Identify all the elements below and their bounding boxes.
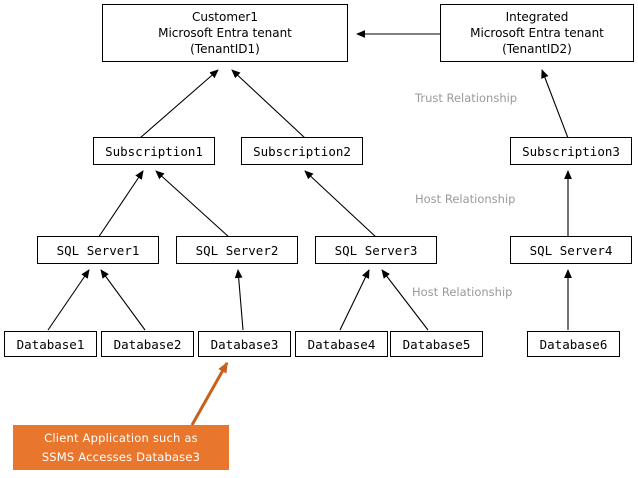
node-database1[interactable]: Database1 <box>4 331 97 357</box>
node-subscription3[interactable]: Subscription3 <box>510 137 632 165</box>
edge-callout-to-database3 <box>190 361 229 426</box>
node-integrated-line2: Microsoft Entra tenant <box>470 26 604 40</box>
edge-database3-to-sqlserver2 <box>234 269 244 331</box>
node-database4[interactable]: Database4 <box>295 331 388 357</box>
node-customer1-line2: Microsoft Entra tenant <box>158 26 292 40</box>
node-subscription1[interactable]: Subscription1 <box>93 137 215 165</box>
node-database3[interactable]: Database3 <box>198 331 291 357</box>
node-customer1-line1: Customer1 <box>192 10 258 24</box>
node-sqlserver2[interactable]: SQL Server2 <box>176 236 298 264</box>
node-sqlserver3[interactable]: SQL Server3 <box>315 236 437 264</box>
node-database6[interactable]: Database6 <box>527 331 620 357</box>
node-database2[interactable]: Database2 <box>101 331 194 357</box>
edge-sqlserver1-to-subscription1 <box>97 170 144 239</box>
edge-database2-to-sqlserver1 <box>100 269 146 331</box>
edge-subscription3-to-integrated <box>541 69 569 139</box>
edge-database5-to-sqlserver3 <box>381 269 429 331</box>
node-subscription2[interactable]: Subscription2 <box>241 137 363 165</box>
edge-label-trust-relationship: Trust Relationship <box>415 91 518 105</box>
callout-line1: Client Application such as <box>44 430 198 445</box>
node-customer1-tenant[interactable]: Customer1 Microsoft Entra tenant (Tenant… <box>102 4 348 62</box>
node-customer1-line3: (TenantID1) <box>190 42 260 56</box>
callout-client-application[interactable]: Client Application such as SSMS Accesses… <box>13 425 229 470</box>
edge-sqlserver3-to-subscription2 <box>304 170 378 239</box>
edge-sqlserver2-to-subscription1 <box>155 170 231 239</box>
edge-database4-to-sqlserver3 <box>339 269 370 331</box>
edge-subscription1-to-customer1 <box>139 69 219 139</box>
node-integrated-line3: (TenantID2) <box>502 42 572 56</box>
callout-line2: SSMS Accesses Database3 <box>41 449 201 464</box>
edge-label-host-relationship-lower: Host Relationship <box>412 285 513 299</box>
node-database5[interactable]: Database5 <box>390 331 483 357</box>
node-integrated-line1: Integrated <box>505 10 569 24</box>
edge-subscription2-to-customer1 <box>231 69 306 139</box>
node-integrated-tenant[interactable]: Integrated Microsoft Entra tenant (Tenan… <box>440 4 634 62</box>
node-sqlserver1[interactable]: SQL Server1 <box>37 236 159 264</box>
edge-database1-to-sqlserver1 <box>47 269 90 331</box>
node-sqlserver4[interactable]: SQL Server4 <box>510 236 632 264</box>
edge-label-host-relationship-upper: Host Relationship <box>415 192 516 206</box>
